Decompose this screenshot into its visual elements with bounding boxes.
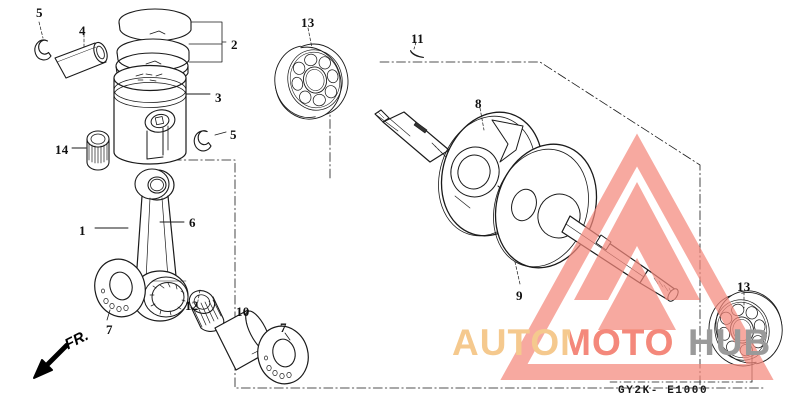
callout-8-crankshaft-left-web: 8 — [475, 96, 482, 111]
callout-12-big-end-needle-bearing: 12 — [185, 298, 199, 313]
callout-13-main-bearing-lower: 13 — [737, 279, 751, 294]
callout-4-piston-pin: 4 — [79, 23, 86, 38]
callout-5-piston-pin-clip-lower: 5 — [230, 127, 237, 142]
thrust-washer-right — [257, 325, 309, 385]
woodruff-key — [410, 41, 424, 58]
crankshaft-assembly — [374, 107, 679, 302]
callout-14-small-end-needle-bearing: 14 — [55, 142, 69, 157]
piston-pin-clip-upper — [34, 21, 52, 61]
callout-3-piston: 3 — [215, 90, 222, 105]
piston-pin — [54, 33, 108, 79]
group-boundary-secondary — [329, 61, 767, 389]
callout-10-crank-pin: 10 — [236, 304, 250, 319]
callout-9-crankshaft-right-web: 9 — [516, 288, 523, 303]
callout-7-thrust-washer-left: 7 — [106, 322, 113, 337]
diagram-code: GY2K- E1000 — [618, 385, 709, 397]
small-end-needle-bearing — [71, 130, 110, 171]
callout-11-woodruff-key: 11 — [411, 31, 424, 46]
callout-1-crankshaft-assembly: 1 — [79, 223, 86, 238]
big-end-needle-bearing — [188, 289, 225, 332]
main-bearing-upper — [267, 37, 356, 126]
callout-2-piston-ring-set: 2 — [231, 37, 238, 52]
group-boundary-main — [130, 55, 701, 389]
callout-7-thrust-washer-right: 7 — [280, 320, 287, 335]
connecting-rod — [131, 168, 189, 322]
thrust-washer-left — [94, 258, 146, 321]
callout-13-main-bearing-upper: 13 — [301, 15, 315, 30]
piston — [113, 64, 211, 165]
front-direction-arrow — [33, 343, 69, 379]
callout-6-connecting-rod: 6 — [189, 215, 196, 230]
main-bearing-lower — [701, 284, 790, 373]
piston-pin-clip-lower — [193, 130, 227, 152]
callout-5-piston-pin-clip: 5 — [36, 5, 43, 20]
